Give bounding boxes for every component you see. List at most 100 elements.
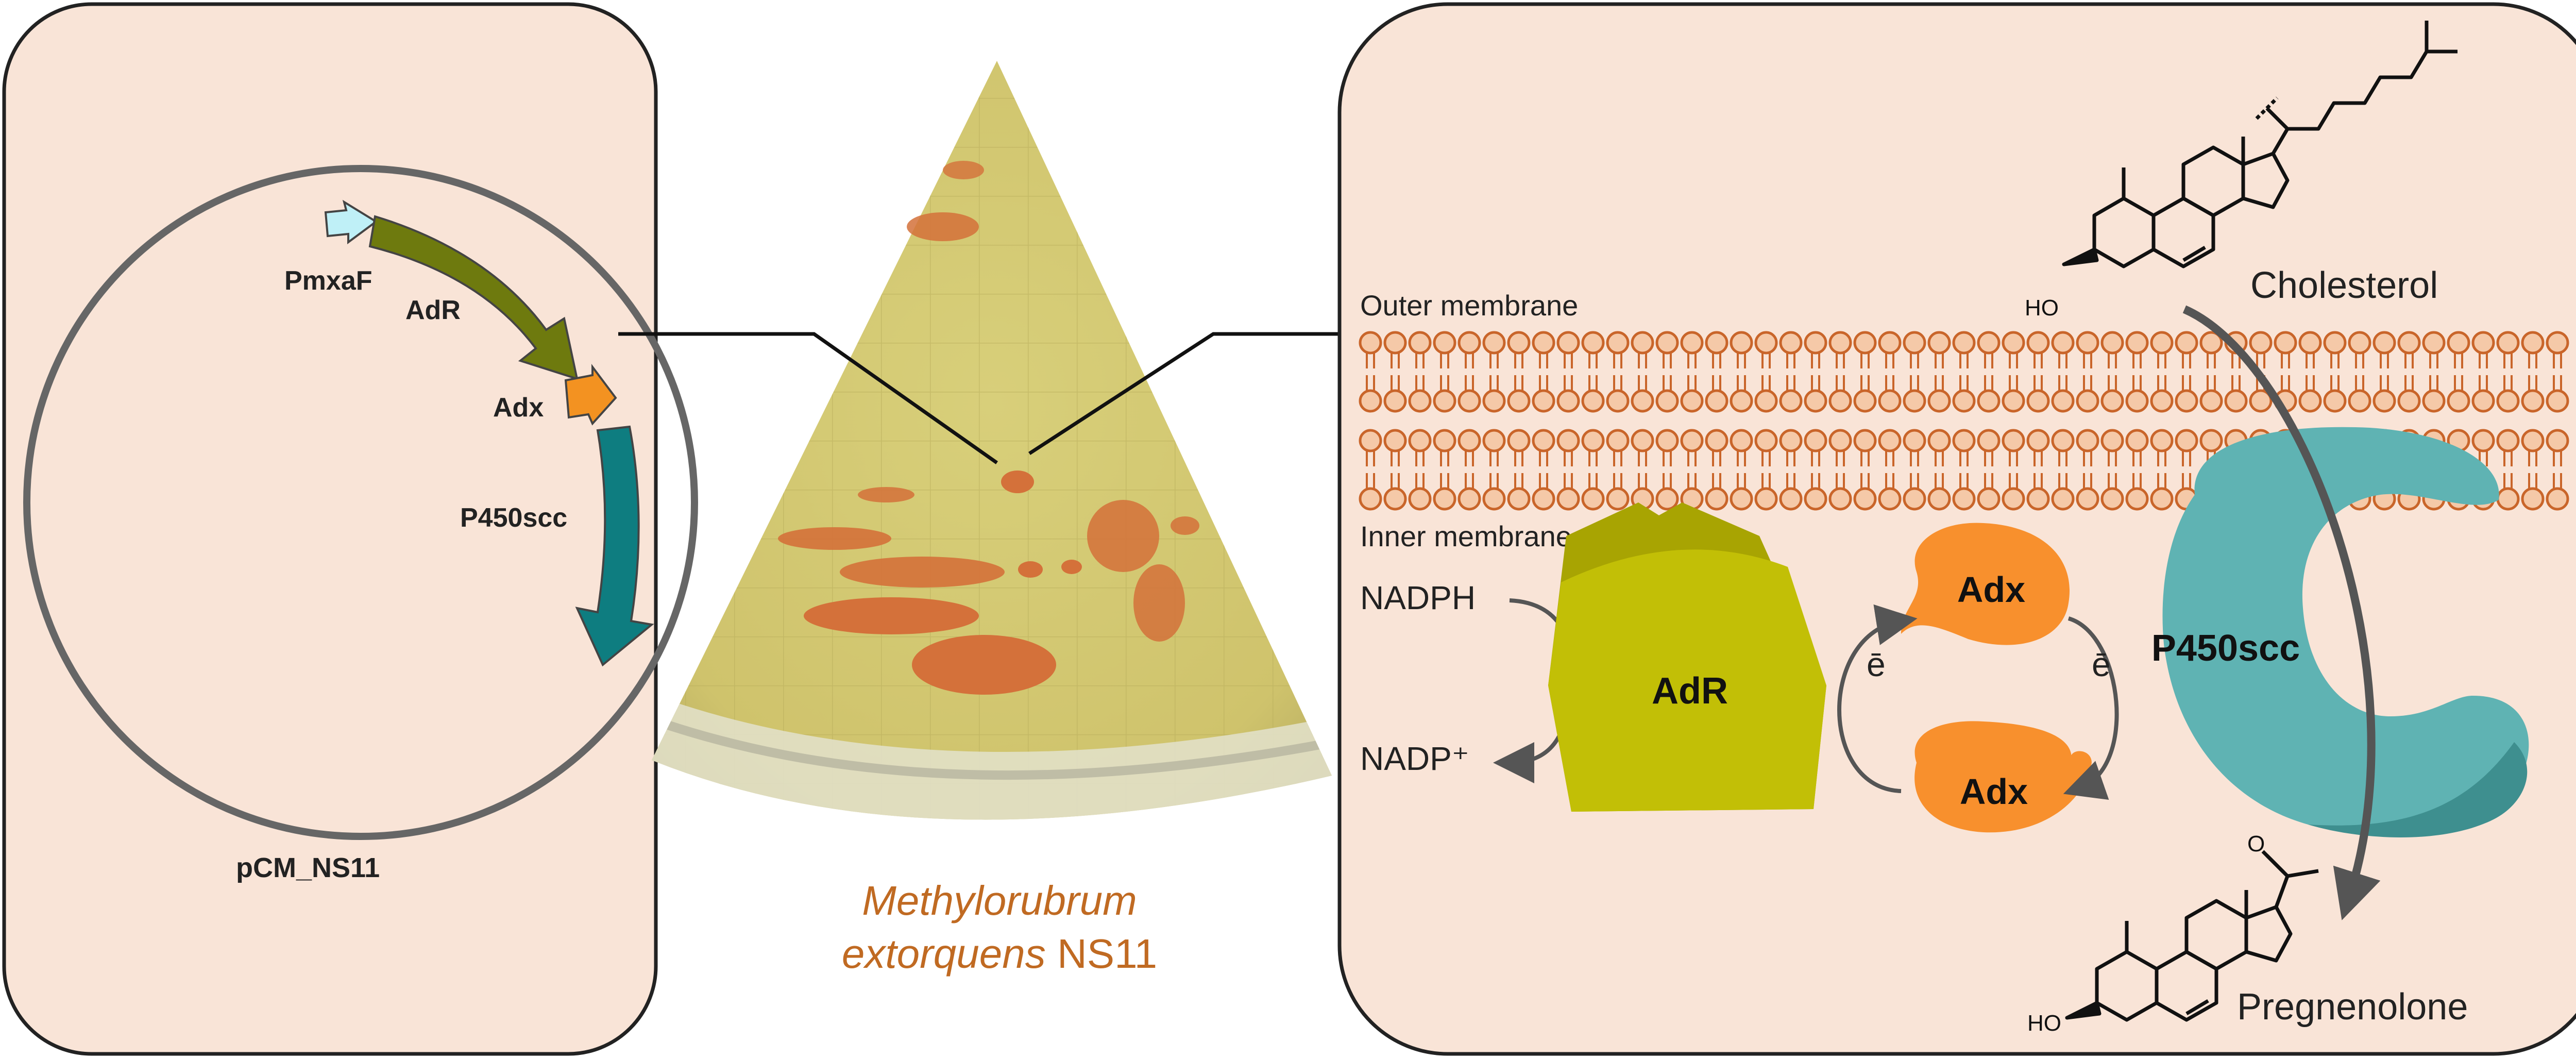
lipid-head <box>1410 332 1430 353</box>
lipid-head <box>2547 391 2568 411</box>
lipid-head <box>1632 391 1653 411</box>
lipid-head <box>2176 391 2197 411</box>
organism-strain: NS11 <box>1057 931 1157 977</box>
lipid-head <box>1558 430 1579 451</box>
lipid-head <box>1855 489 1875 509</box>
lipid-head <box>1904 430 1925 451</box>
lipid-head <box>2498 332 2518 353</box>
lipid-head <box>2547 489 2568 509</box>
lipid-head <box>1533 430 1554 451</box>
lipid-head <box>1360 489 1381 509</box>
lipid-head <box>2498 489 2518 509</box>
lipid-head <box>2498 430 2518 451</box>
lipid-head <box>1434 332 1455 353</box>
lipid-head <box>1781 332 1801 353</box>
lipid-head <box>2028 391 2048 411</box>
lipid-head <box>2102 391 2123 411</box>
lipid-head <box>2102 332 2123 353</box>
lipid-head <box>1954 332 1974 353</box>
lipid-head <box>1706 391 1727 411</box>
lipid-head <box>2275 332 2296 353</box>
lipid-head <box>2522 489 2543 509</box>
lipid-head <box>1830 332 1851 353</box>
lipid-head <box>1879 391 1900 411</box>
lipid-head <box>1830 489 1851 509</box>
lipid-head <box>2473 430 2494 451</box>
lipid-head <box>1434 489 1455 509</box>
lipid-head <box>2300 332 2320 353</box>
lipid-head <box>1731 391 1752 411</box>
lipid-head <box>1756 430 1776 451</box>
organism-species-name: extorquens <box>842 931 1046 977</box>
lipid-head <box>1385 391 1405 411</box>
lipid-head <box>2176 332 2197 353</box>
lipid-head <box>1360 430 1381 451</box>
lipid-head <box>1781 391 1801 411</box>
lipid-head <box>1929 489 1950 509</box>
lipid-head <box>2028 489 2048 509</box>
lipid-head <box>1781 430 1801 451</box>
lipid-head <box>1830 391 1851 411</box>
lipid-head <box>1484 332 1504 353</box>
lipid-head <box>1805 391 1826 411</box>
lipid-head <box>1929 391 1950 411</box>
lipid-head <box>1558 332 1579 353</box>
lipid-head <box>1682 430 1702 451</box>
lipid-head <box>2127 332 2147 353</box>
lipid-head <box>2300 391 2320 411</box>
lipid-head <box>2028 332 2048 353</box>
lipid-head <box>1360 391 1381 411</box>
lipid-head <box>2077 332 2098 353</box>
organism-genus: Methylorubrum <box>862 878 1137 923</box>
outer-membrane-label: Outer membrane <box>1360 289 1578 322</box>
lipid-head <box>1756 332 1776 353</box>
adr-protein-label: AdR <box>1652 670 1728 712</box>
lipid-head <box>2522 391 2543 411</box>
lipid-head <box>1954 391 1974 411</box>
lipid-head <box>1509 489 1529 509</box>
lipid-head <box>1459 391 1480 411</box>
lipid-head <box>1855 430 1875 451</box>
plate-photo: Methylorubrum extorquens NS11 <box>618 52 1365 977</box>
adx-bottom-label: Adx <box>1960 771 2028 812</box>
lipid-head <box>1805 430 1826 451</box>
lipid-head <box>1459 489 1480 509</box>
lipid-head <box>2522 430 2543 451</box>
plasmid-panel: PmxaF AdR Adx P450scc pCM_NS11 <box>4 4 694 1054</box>
lipid-head <box>2473 391 2494 411</box>
lipid-head <box>1904 391 1925 411</box>
lipid-head <box>2325 391 2345 411</box>
lipid-head <box>2102 489 2123 509</box>
lipid-head <box>1583 332 1603 353</box>
lipid-head <box>1533 391 1554 411</box>
lipid-head <box>1978 332 1999 353</box>
lipid-head <box>1978 430 1999 451</box>
lipid-head <box>2424 332 2444 353</box>
lipid-head <box>2053 391 2073 411</box>
lipid-head <box>1632 430 1653 451</box>
lipid-head <box>1410 430 1430 451</box>
plate-grid <box>618 52 1365 845</box>
lipid-head <box>1879 430 1900 451</box>
lipid-head <box>2399 391 2419 411</box>
pregnenolone-hydroxyl: HO <box>2027 1011 2061 1036</box>
pathway-panel: Outer membrane Inner membrane HO Cholest… <box>1340 4 2576 1054</box>
lipid-head <box>1657 489 1677 509</box>
electron-label-right: ē <box>2092 645 2111 683</box>
lipid-head <box>1434 391 1455 411</box>
lipid-head <box>2127 489 2147 509</box>
lipid-head <box>1879 489 1900 509</box>
lipid-head <box>2448 391 2469 411</box>
lipid-head <box>1607 489 1628 509</box>
lipid-head <box>1484 489 1504 509</box>
lipid-head <box>1978 391 1999 411</box>
lipid-head <box>1904 332 1925 353</box>
cholesterol-hydroxyl: HO <box>2025 295 2059 321</box>
lipid-head <box>1756 489 1776 509</box>
lipid-head <box>1459 332 1480 353</box>
lipid-head <box>2053 332 2073 353</box>
lipid-head <box>1657 391 1677 411</box>
lipid-head <box>2250 332 2271 353</box>
lipid-head <box>1509 332 1529 353</box>
lipid-head <box>2374 391 2395 411</box>
